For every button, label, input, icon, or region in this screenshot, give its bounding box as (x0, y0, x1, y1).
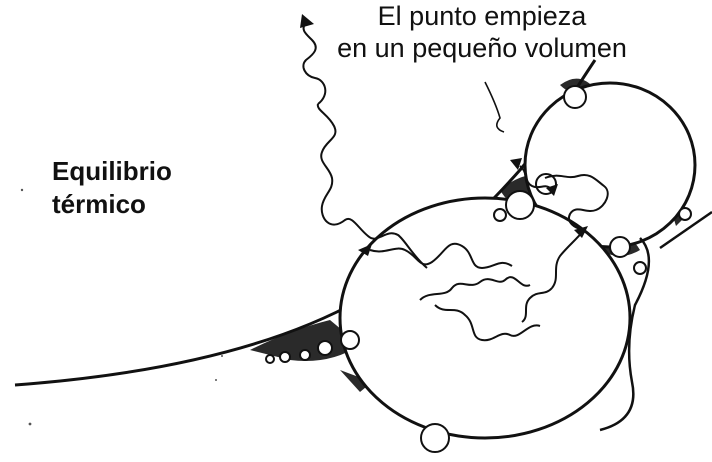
start-point-label: El punto empieza en un pequeño volumen (282, 1, 682, 63)
bubble-right-arc (599, 237, 651, 432)
small-bubbles (265, 85, 692, 453)
scan-specks (20, 188, 223, 426)
walk-up (302, 21, 327, 105)
random-walks (302, 21, 609, 342)
thermal-equilibrium-label-line-1: Equilibrio (52, 156, 172, 186)
walk-in-upper (544, 174, 609, 231)
walk-from-start (519, 165, 553, 191)
bubble-lower (338, 196, 632, 440)
start-point-label-line-1: El punto empieza (377, 1, 587, 31)
bubble-right-edge (659, 210, 712, 250)
walk-mid-right (521, 287, 553, 323)
label-pointer (484, 81, 505, 133)
walk-lower (434, 304, 541, 342)
walk-left (316, 103, 428, 269)
thermal-equilibrium-label: Equilibrio térmico (52, 157, 172, 218)
walk-center (369, 242, 513, 269)
walk-lower-left (419, 276, 531, 301)
thermal-equilibrium-label-line-2: térmico (52, 188, 146, 219)
start-point-label-line-2: en un pequeño volumen (337, 32, 627, 63)
arrowhead-icon (300, 14, 588, 256)
walk-connect (551, 229, 585, 289)
